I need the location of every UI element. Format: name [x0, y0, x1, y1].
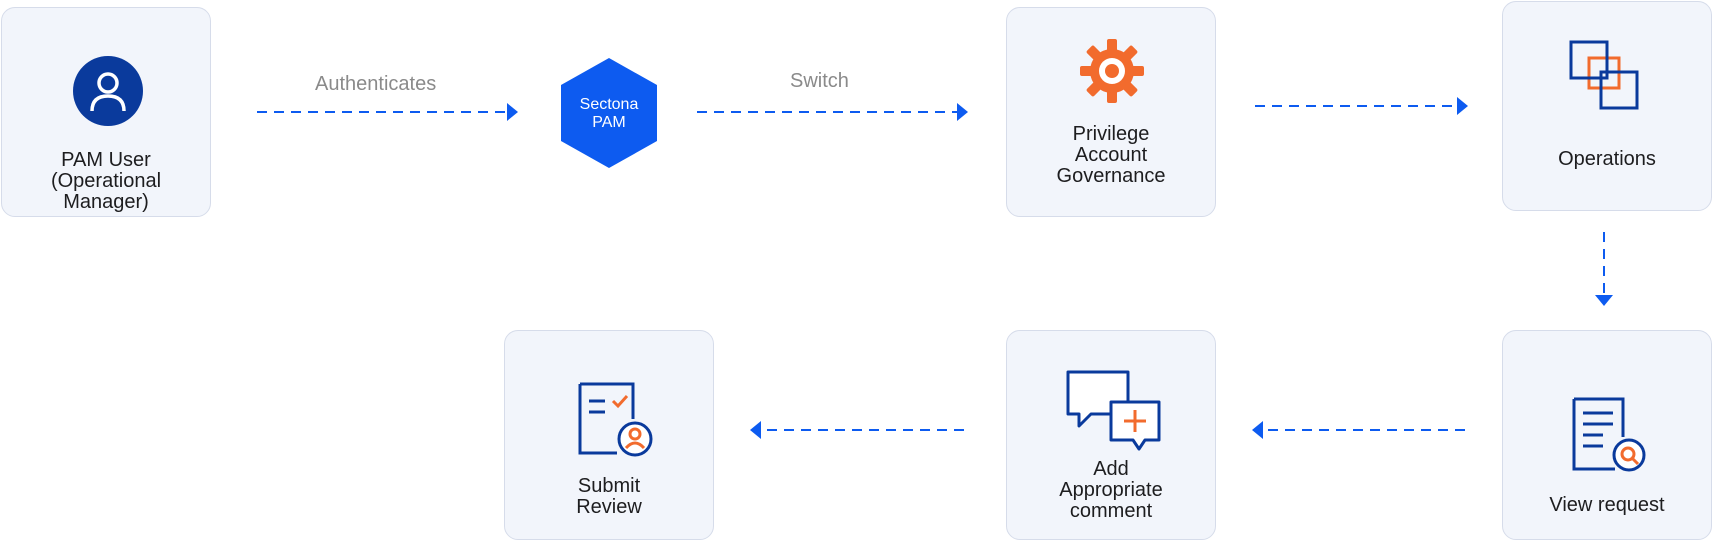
chat-add-icon	[1066, 370, 1161, 451]
arrowhead-right-icon	[1457, 97, 1468, 115]
node-operations: Operations	[1502, 1, 1712, 211]
node-label: View request	[1549, 494, 1665, 516]
node-label-line: Submit	[577, 475, 641, 497]
node-label-line: Review	[576, 496, 642, 518]
node-label-line: PAM	[592, 114, 626, 131]
node-label-line: Account	[1074, 144, 1148, 166]
node-label-line: PAM User	[61, 149, 151, 171]
node-privilege-account-governance: Privilege Account Governance	[1006, 7, 1216, 217]
node-label: Operations	[1558, 148, 1656, 170]
node-label-line: Governance	[1056, 165, 1166, 187]
node-pam-user: PAM User (Operational Manager)	[1, 7, 211, 217]
sectona-pam-hexagon	[561, 58, 657, 168]
sectona-pam-label: Sectona PAM	[561, 96, 657, 132]
node-label-line: comment	[1069, 500, 1153, 522]
node-label-line: (Operational	[50, 170, 162, 192]
node-label-line: Sectona	[579, 96, 639, 113]
node-label-line: Appropriate	[1059, 479, 1163, 501]
node-label-line: Privilege	[1072, 123, 1150, 145]
gear-icon	[1080, 39, 1144, 103]
arrowhead-right-icon	[507, 103, 518, 121]
arrowhead-down-icon	[1595, 295, 1613, 306]
edge-label-switch: Switch	[790, 70, 849, 92]
node-label-line: Add	[1093, 458, 1129, 480]
arrowhead-right-icon	[957, 103, 968, 121]
node-label-line: Manager)	[63, 191, 149, 213]
document-search-icon	[1572, 397, 1646, 472]
node-view-request: View request	[1502, 330, 1712, 540]
arrowhead-left-icon	[1252, 421, 1263, 439]
arrowhead-left-icon	[750, 421, 761, 439]
overlapping-squares-icon	[1569, 40, 1639, 110]
node-submit-review: Submit Review	[504, 330, 714, 540]
user-icon	[73, 56, 143, 126]
node-add-appropriate-comment: Add Appropriate comment	[1006, 330, 1216, 540]
edge-label-authenticates: Authenticates	[315, 73, 437, 95]
document-review-icon	[578, 382, 653, 457]
